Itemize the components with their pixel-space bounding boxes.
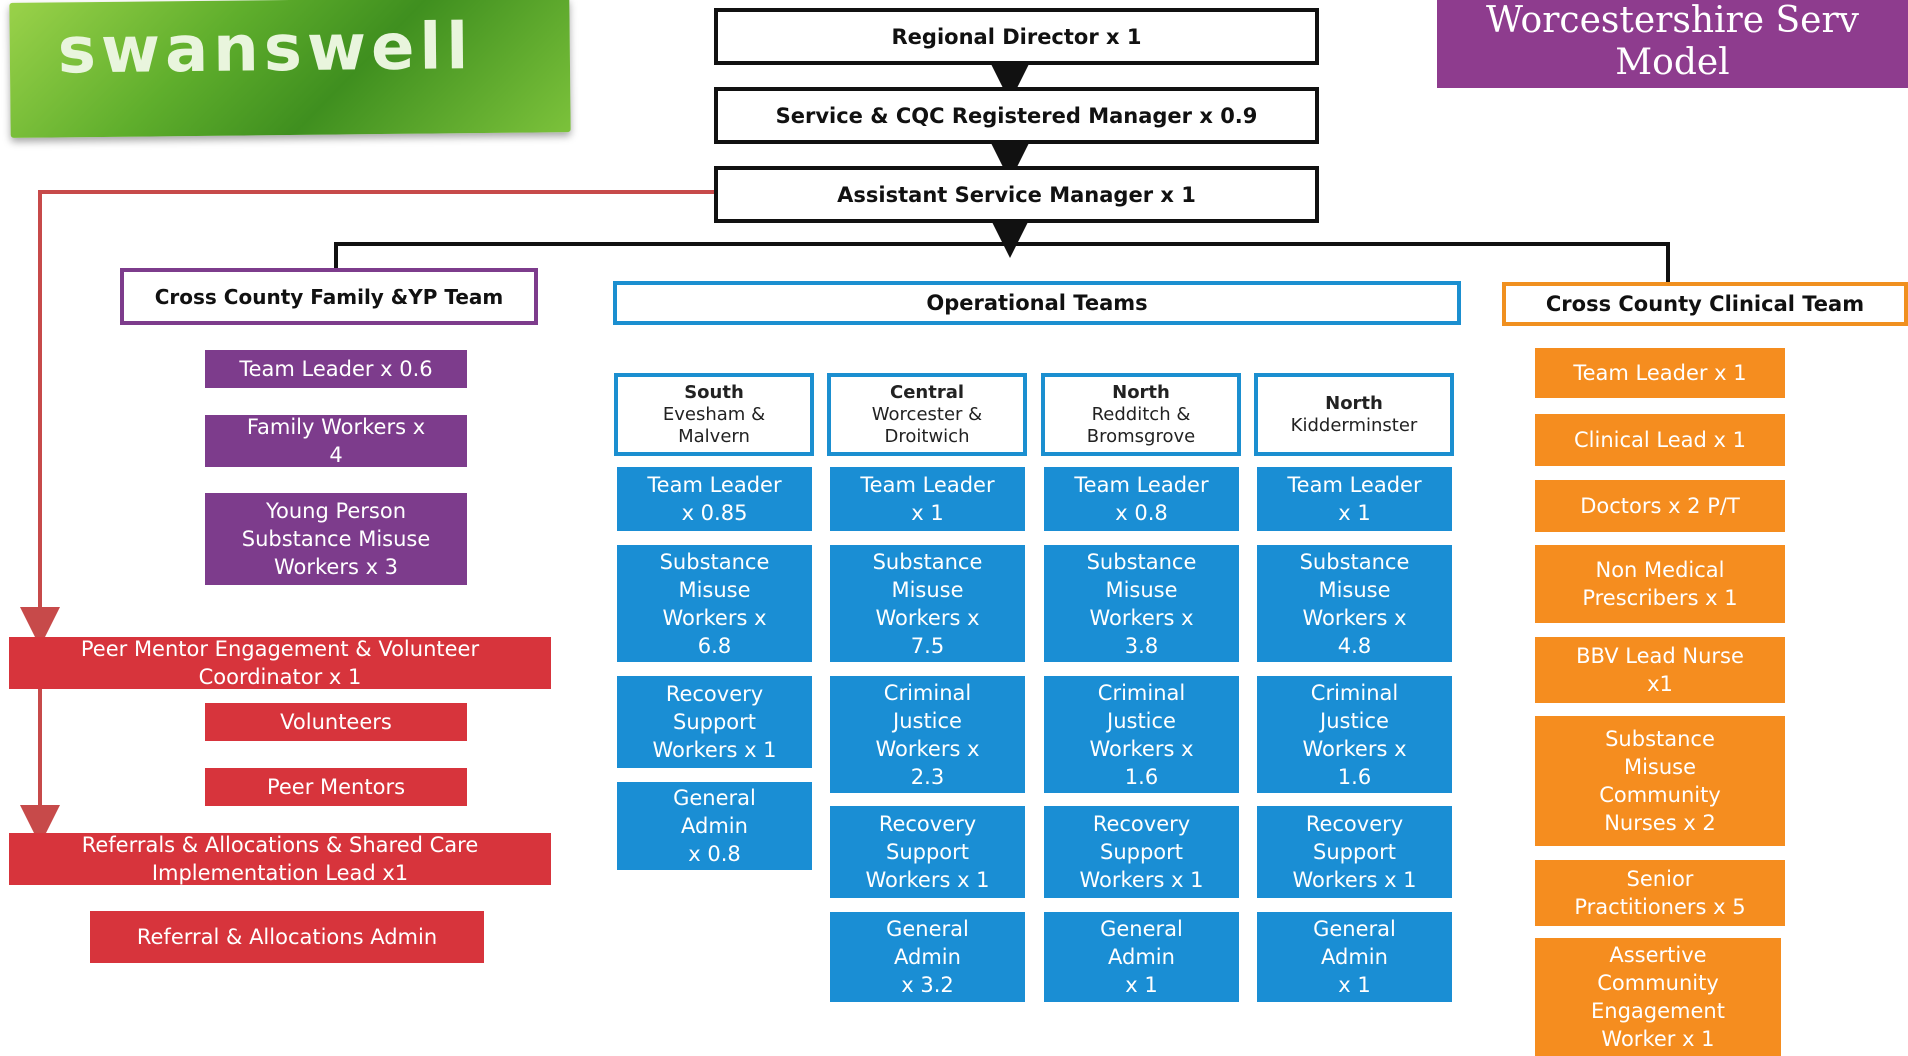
column-area: Central — [889, 381, 965, 403]
north-redditch-item: General Admin x 1 — [1044, 912, 1239, 1002]
referrals-lead-box: Referrals & Allocations & Shared Care Im… — [9, 833, 551, 885]
family-team-item: Family Workers x 4 — [205, 415, 467, 467]
north-redditch-item: Team Leader x 0.8 — [1044, 467, 1239, 531]
column-area: North — [1112, 381, 1170, 403]
south-item: Substance Misuse Workers x 6.8 — [617, 545, 812, 662]
clinical-item: Non Medical Prescribers x 1 — [1535, 545, 1785, 623]
south-item: Recovery Support Workers x 1 — [617, 676, 812, 768]
family-team-item: Team Leader x 0.6 — [205, 350, 467, 388]
column-sub: Worcester & Droitwich — [871, 403, 983, 447]
clinical-item: BBV Lead Nurse x1 — [1535, 637, 1785, 703]
north-redditch-item: Criminal Justice Workers x 1.6 — [1044, 676, 1239, 793]
clinical-team-header: Cross County Clinical Team — [1502, 282, 1908, 326]
clinical-item: Doctors x 2 P/T — [1535, 480, 1785, 532]
column-area: South — [684, 381, 744, 403]
referrals-admin-box: Referral & Allocations Admin — [90, 911, 484, 963]
operational-teams-header: Operational Teams — [613, 281, 1461, 325]
column-header-north-kidderminster: North Kidderminster — [1254, 373, 1454, 456]
title-line-2: Model — [1615, 42, 1730, 83]
regional-director-box: Regional Director x 1 — [714, 8, 1319, 65]
north-kidderminster-item: General Admin x 1 — [1257, 912, 1452, 1002]
peer-mentor-coordinator-box: Peer Mentor Engagement & Volunteer Coord… — [9, 637, 551, 689]
title-banner: Worcestershire Serv Model — [1437, 0, 1908, 88]
north-redditch-item: Substance Misuse Workers x 3.8 — [1044, 545, 1239, 662]
clinical-item: Assertive Community Engagement Worker x … — [1535, 938, 1781, 1056]
north-kidderminster-item: Team Leader x 1 — [1257, 467, 1452, 531]
column-sub: Evesham & Malvern — [662, 403, 766, 447]
service-manager-box: Service & CQC Registered Manager x 0.9 — [714, 87, 1319, 144]
central-item: Team Leader x 1 — [830, 467, 1025, 531]
assistant-manager-box: Assistant Service Manager x 1 — [714, 166, 1319, 223]
central-item: Criminal Justice Workers x 2.3 — [830, 676, 1025, 793]
north-kidderminster-item: Criminal Justice Workers x 1.6 — [1257, 676, 1452, 793]
central-item: General Admin x 3.2 — [830, 912, 1025, 1002]
north-kidderminster-item: Recovery Support Workers x 1 — [1257, 806, 1452, 898]
clinical-item: Senior Practitioners x 5 — [1535, 860, 1785, 926]
column-area: North — [1325, 392, 1383, 414]
column-header-central: Central Worcester & Droitwich — [827, 373, 1027, 456]
red-connector — [20, 190, 714, 647]
north-redditch-item: Recovery Support Workers x 1 — [1044, 806, 1239, 898]
clinical-item: Team Leader x 1 — [1535, 348, 1785, 398]
column-header-north-redditch: North Redditch & Bromsgrove — [1041, 373, 1241, 456]
central-item: Substance Misuse Workers x 7.5 — [830, 545, 1025, 662]
south-item: Team Leader x 0.85 — [617, 467, 812, 531]
volunteers-box: Volunteers — [205, 703, 467, 741]
swanswell-logo: swanswell — [9, 0, 571, 138]
column-header-south: South Evesham & Malvern — [614, 373, 814, 456]
clinical-item: Clinical Lead x 1 — [1535, 414, 1785, 466]
family-team-item: Young Person Substance Misuse Workers x … — [205, 493, 467, 585]
family-team-header: Cross County Family &YP Team — [120, 268, 538, 325]
branch-line — [334, 242, 1670, 282]
column-sub: Redditch & Bromsgrove — [1086, 403, 1196, 447]
north-kidderminster-item: Substance Misuse Workers x 4.8 — [1257, 545, 1452, 662]
central-item: Recovery Support Workers x 1 — [830, 806, 1025, 898]
title-line-1: Worcestershire Serv — [1485, 0, 1859, 41]
south-item: General Admin x 0.8 — [617, 782, 812, 870]
peer-mentors-box: Peer Mentors — [205, 768, 467, 806]
column-sub: Kidderminster — [1290, 414, 1418, 436]
logo-text: swanswell — [57, 10, 474, 89]
clinical-item: Substance Misuse Community Nurses x 2 — [1535, 716, 1785, 846]
